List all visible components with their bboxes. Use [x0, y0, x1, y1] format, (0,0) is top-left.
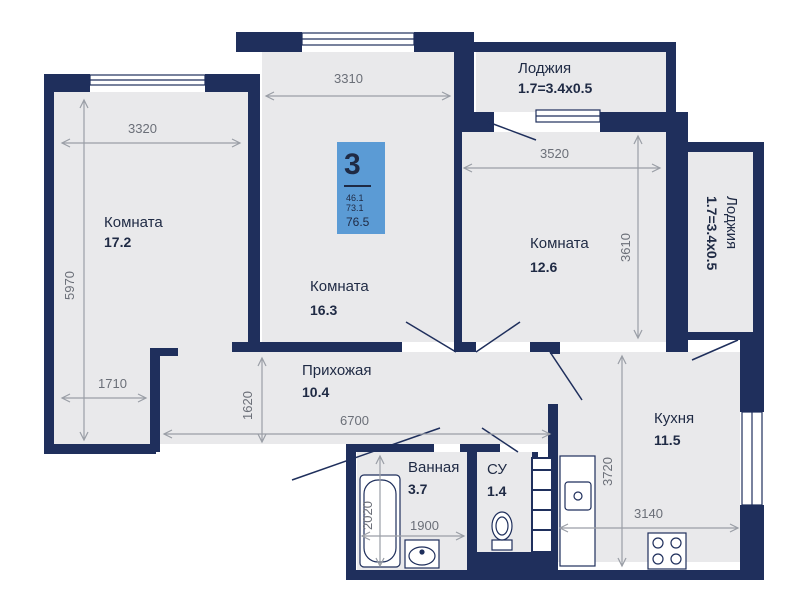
dim-1900: 1900 [410, 518, 439, 533]
room-bath-area: 3.7 [408, 481, 428, 497]
loggia-top-name: Лоджия [518, 60, 571, 77]
dim-3520: 3520 [540, 146, 569, 161]
room-hall-name: Прихожая [302, 362, 372, 379]
toilet-icon [491, 511, 513, 551]
room-kitchen-name: Кухня [654, 410, 694, 427]
room-bath-name: Ванная [408, 459, 459, 476]
loggia-right-name: Лоджия [723, 196, 740, 249]
dim-1620: 1620 [240, 391, 255, 420]
apartment-badge: 3 46.1 73.1 76.5 [337, 142, 385, 234]
dimension-labels: 3320 5970 1710 3310 3520 3610 1620 6700 … [62, 71, 663, 533]
dim-5970: 5970 [62, 271, 77, 300]
dim-6700: 6700 [340, 413, 369, 428]
dim-2020: 2020 [360, 501, 375, 530]
badge-living-area: 46.1 [346, 193, 364, 203]
fixtures [359, 455, 687, 570]
walls [44, 32, 764, 580]
dim-3320: 3320 [128, 121, 157, 136]
dim-3310: 3310 [334, 71, 363, 86]
door-swings [291, 121, 739, 481]
dim-1710: 1710 [98, 376, 127, 391]
bath-sink-icon [404, 539, 440, 569]
stove-icon [647, 532, 687, 570]
room-center-area: 16.3 [310, 302, 337, 318]
room-center-name: Комната [310, 278, 369, 295]
room-hall-area: 10.4 [302, 384, 329, 400]
room-wc-area: 1.4 [487, 483, 507, 499]
loggia-right-area: 1.7=3.4x0.5 [704, 196, 720, 271]
room-wc-name: СУ [487, 461, 507, 478]
room-right-name: Комната [530, 235, 589, 252]
floor-loggia-right [688, 152, 753, 332]
dim-3720: 3720 [600, 457, 615, 486]
kitchen-sink-icon [564, 481, 592, 511]
loggia-top-area: 1.7=3.4x0.5 [518, 80, 593, 96]
kitchen-counter [559, 455, 596, 567]
room-left-area: 17.2 [104, 234, 131, 250]
dim-3140: 3140 [634, 506, 663, 521]
badge-rooms: 3 [344, 148, 361, 181]
room-kitchen-area: 11.5 [654, 432, 681, 448]
windows [89, 32, 763, 506]
room-left-name: Комната [104, 214, 163, 231]
badge-total-small: 73.1 [346, 203, 364, 213]
dimension-lines [60, 91, 740, 568]
floor-loggia-top [476, 52, 672, 112]
badge-total-area: 76.5 [346, 215, 370, 229]
floor-hall [160, 352, 555, 444]
room-labels: Комната 17.2 Комната 16.3 Комната 12.6 Л… [104, 60, 740, 499]
dim-3610: 3610 [618, 233, 633, 262]
vent-shaft [531, 457, 553, 553]
room-right-area: 12.6 [530, 259, 557, 275]
badge-bottom [337, 194, 385, 234]
floor-room-right [462, 132, 667, 342]
